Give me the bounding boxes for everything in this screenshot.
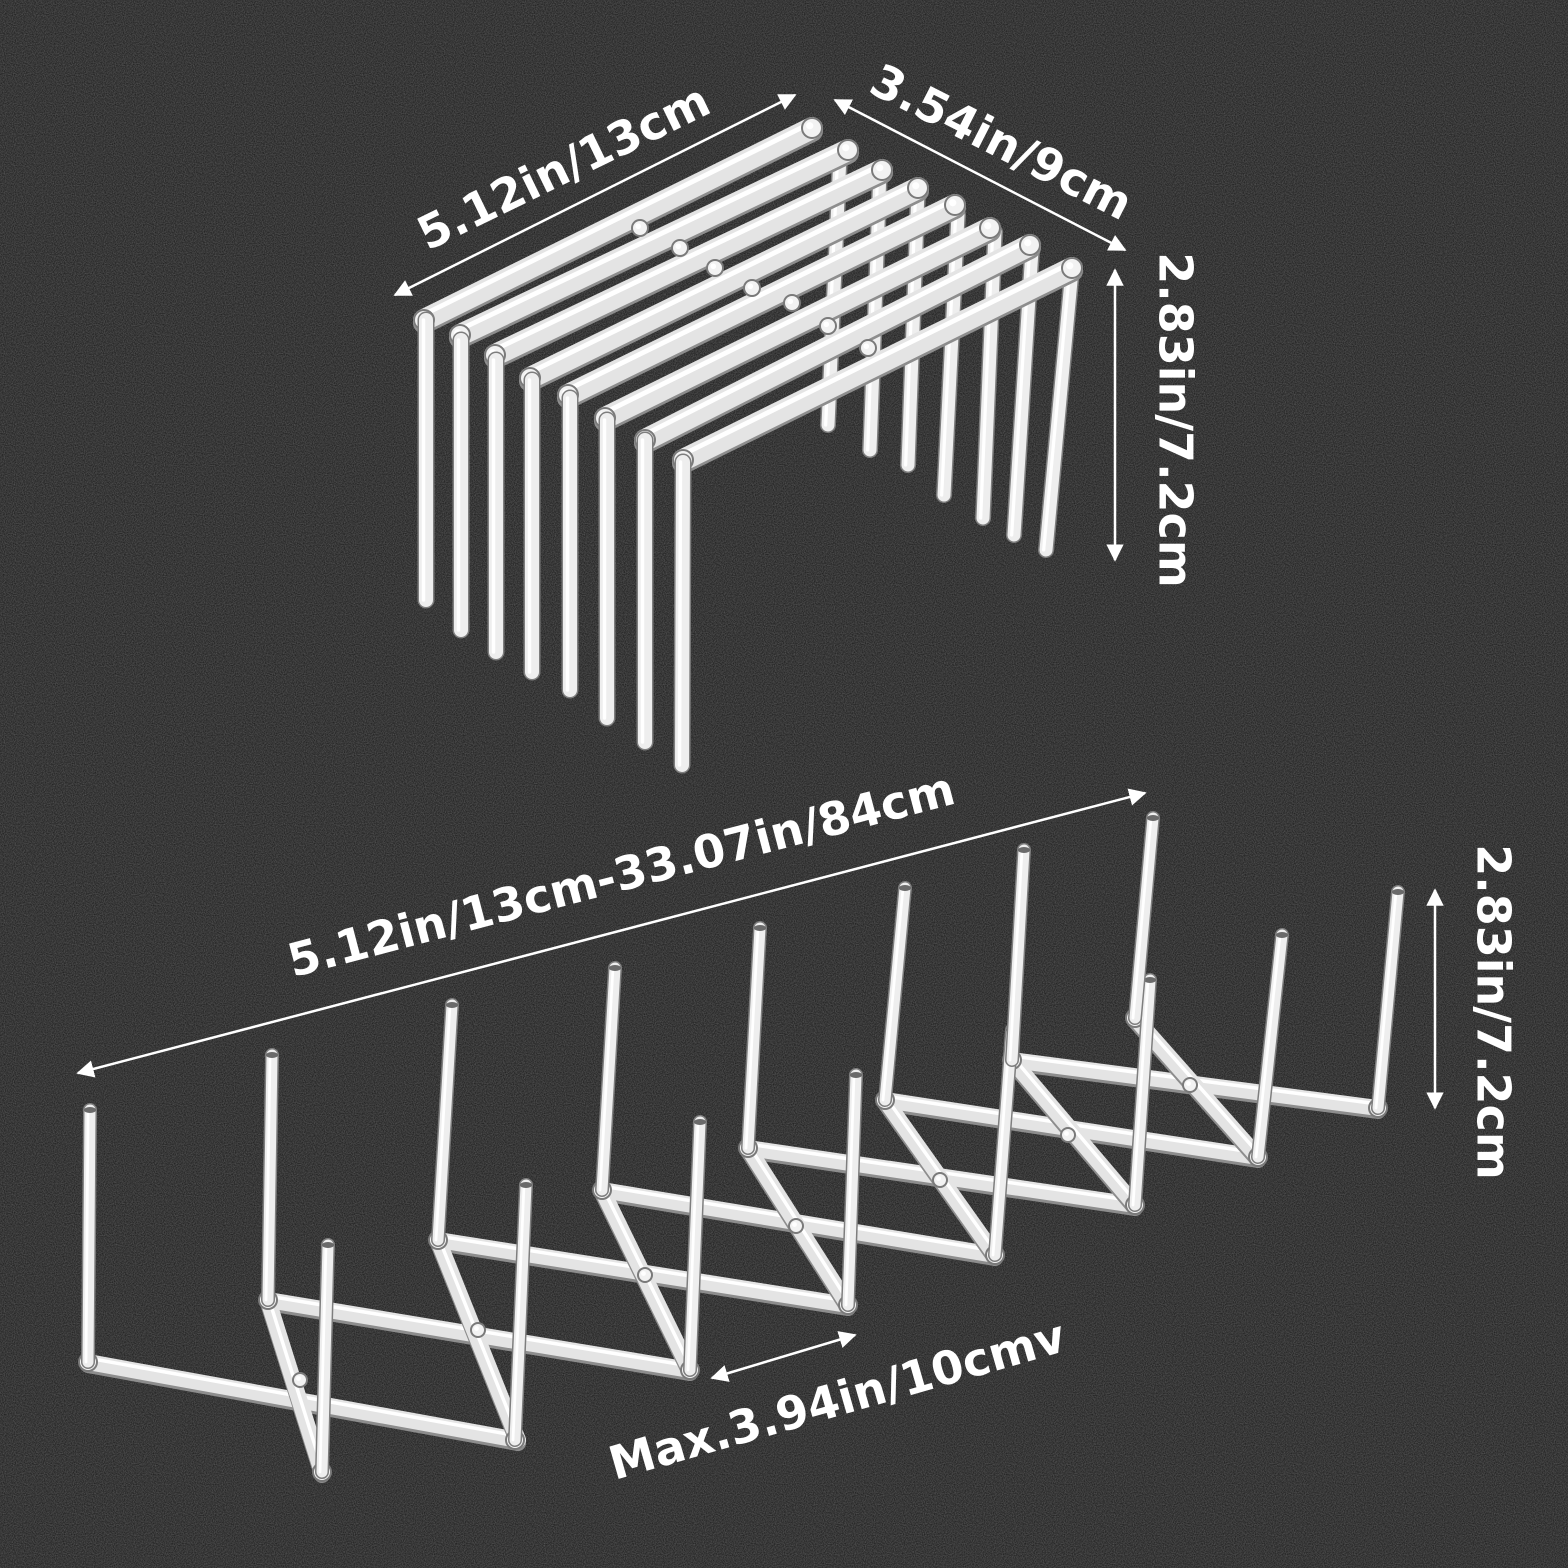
upright-rod-13-tip	[1144, 977, 1156, 983]
back-rod-1	[1039, 263, 1079, 557]
upright-rod-5	[509, 1179, 532, 1446]
scissor-pivot-3-glint	[641, 1271, 646, 1276]
folded-depth-dimension-line	[833, 98, 1127, 252]
center-rivet-2-glint	[675, 243, 682, 250]
upright-rod-3	[316, 1239, 334, 1478]
upright-rod-14-tip	[1147, 815, 1159, 821]
folded-rack-front-rods	[417, 311, 692, 774]
center-rivet-1-glint	[635, 223, 642, 230]
upright-rod-2	[262, 1049, 278, 1306]
scissor-pivot-2-glint	[474, 1326, 479, 1331]
expanded-length-dimension-line	[76, 788, 1147, 1078]
top-bar-7-shine	[642, 237, 1033, 437]
top-bar-5-back-rivet-glint	[949, 199, 957, 207]
upright-rod-6-tip	[609, 965, 621, 971]
upright-rod-13	[1129, 974, 1156, 1211]
center-rivet-5-glint	[787, 298, 794, 305]
center-rivet-4-glint	[747, 283, 754, 290]
back-rod-3	[976, 225, 1002, 525]
upright-rod-2-highlight	[264, 1053, 272, 1302]
top-bar-7	[634, 234, 1041, 451]
upright-rod-9-tip	[850, 1072, 862, 1078]
upright-rod-15-tip	[1276, 932, 1288, 938]
scissor-bar-13-shine	[1010, 1054, 1137, 1203]
upright-rod-7-tip	[694, 1119, 706, 1125]
upright-rod-9-highlight	[844, 1073, 856, 1307]
top-bar-8	[672, 257, 1083, 471]
upright-rod-7-highlight	[686, 1120, 700, 1372]
front-rod-8-highlight	[677, 460, 683, 767]
upright-rod-3-tip	[322, 1242, 334, 1248]
scissor-pivot-7-glint	[1186, 1081, 1191, 1086]
back-rod-4-highlight	[940, 213, 958, 497]
upright-rod-16	[1372, 886, 1404, 1114]
upright-rod-9	[842, 1069, 862, 1311]
center-rivet-6-glint	[823, 321, 830, 328]
back-rod-1-highlight	[1042, 268, 1072, 552]
center-rivet-7-glint	[863, 343, 870, 350]
scissor-pivot-4-glint	[792, 1222, 797, 1227]
scissor-pivot-6-glint	[1064, 1131, 1069, 1136]
upright-rod-3-highlight	[318, 1243, 328, 1474]
folded-height-label: 2.83in/7.2cm	[1149, 252, 1203, 588]
upright-rod-1	[82, 1104, 96, 1368]
top-bar-6-back-rivet-glint	[984, 222, 992, 230]
upright-rod-4-tip	[446, 1002, 458, 1008]
expanded-gap-dimension-line	[710, 1331, 857, 1382]
upright-rod-2-tip	[266, 1052, 278, 1058]
folded-length-dimension-line	[393, 93, 797, 297]
upright-rod-10-tip	[899, 885, 911, 891]
top-bar-8-shine	[680, 260, 1075, 457]
upright-rod-5-highlight	[511, 1183, 526, 1442]
upright-rod-15-highlight	[1254, 933, 1282, 1159]
center-rivet-3-glint	[710, 263, 717, 270]
upright-rod-1-highlight	[84, 1108, 90, 1364]
upright-rod-8-tip	[754, 925, 766, 931]
scissor-pivot-1-glint	[296, 1376, 301, 1381]
top-bar-6-shine	[602, 220, 993, 415]
upright-rod-5-tip	[520, 1182, 532, 1188]
top-bar-7-back-rivet-glint	[1024, 239, 1032, 247]
top-bar-3-back-rivet-glint	[876, 164, 884, 172]
top-bar-8-back-rivet-glint	[1066, 262, 1074, 270]
upright-rod-16-highlight	[1374, 890, 1398, 1110]
back-rod-4	[937, 208, 965, 502]
top-bar-1-back-rivet-glint	[806, 122, 814, 130]
top-bar-2-back-rivet-glint	[842, 144, 850, 152]
top-bar-6	[594, 217, 1001, 429]
upright-rod-12-tip	[1018, 847, 1030, 853]
upright-rod-1-tip	[84, 1107, 96, 1113]
upright-rod-7	[684, 1116, 706, 1376]
scissor-pivot-5-glint	[936, 1176, 941, 1181]
expanded-height-label: 2.83in/7.2cm	[1467, 844, 1521, 1180]
top-bar-4-back-rivet-glint	[912, 182, 920, 190]
upright-rod-16-tip	[1392, 889, 1404, 895]
upright-rod-15	[1252, 929, 1288, 1163]
front-rod-8	[675, 455, 690, 772]
